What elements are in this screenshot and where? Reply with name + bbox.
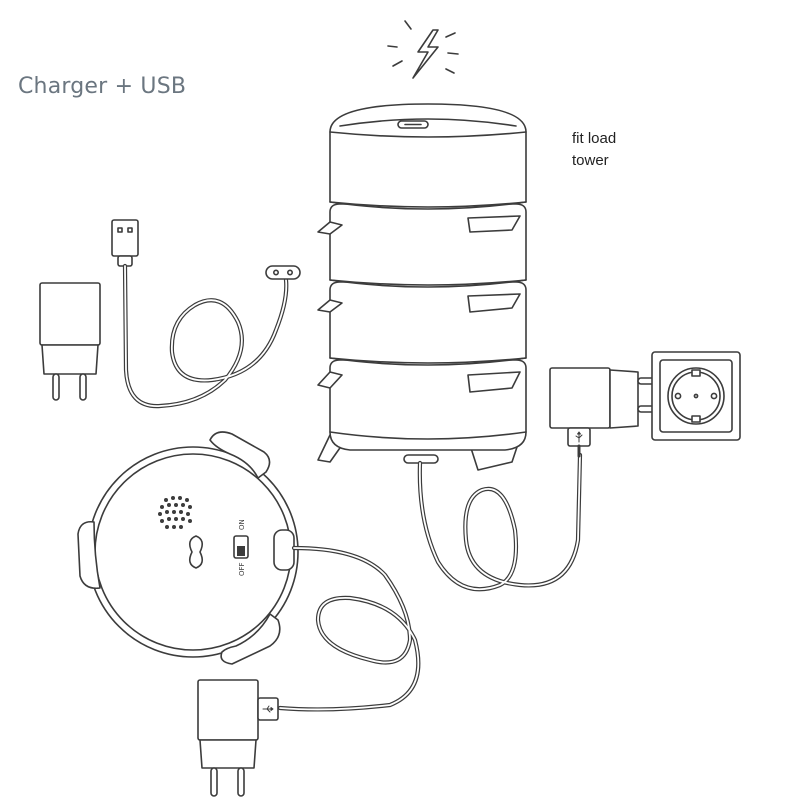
tower-module-1 [329,103,527,210]
switch-on-label: ON [238,519,246,530]
pad-cable-port [273,529,295,571]
lightning-icon [387,20,459,79]
pad-clip-left [77,520,101,590]
pad-clip-top [209,431,271,479]
tower-label-line-2: tower [572,152,609,169]
usb-symbol-icon [575,431,583,443]
usb-symbol-icon [262,705,274,713]
charging-pad: ON OFF [77,431,299,665]
tower-cable [403,452,583,592]
diagram-title: Charger + USB [18,74,187,99]
tower-label-line-1: fit load [572,130,617,147]
tower-label: fit load tower [572,128,616,172]
pad-cable [277,545,421,712]
wall-adapter-right [549,367,665,458]
tower-module-2 [317,203,527,288]
pad-center-button [188,535,204,569]
tower-module-4 [317,359,527,451]
wall-adapter-left [39,282,101,401]
wall-adapter-bottom [197,679,279,797]
usb-cable [111,219,301,409]
battery-tower [317,103,527,471]
speaker-grille-icon [158,496,192,529]
usb-a-plug [111,219,139,257]
tower-module-3 [317,281,527,366]
wall-socket [651,351,741,441]
switch-off-label: OFF [238,562,246,576]
pad-clip-bottom [220,613,281,665]
magnetic-charging-connector [265,265,301,280]
